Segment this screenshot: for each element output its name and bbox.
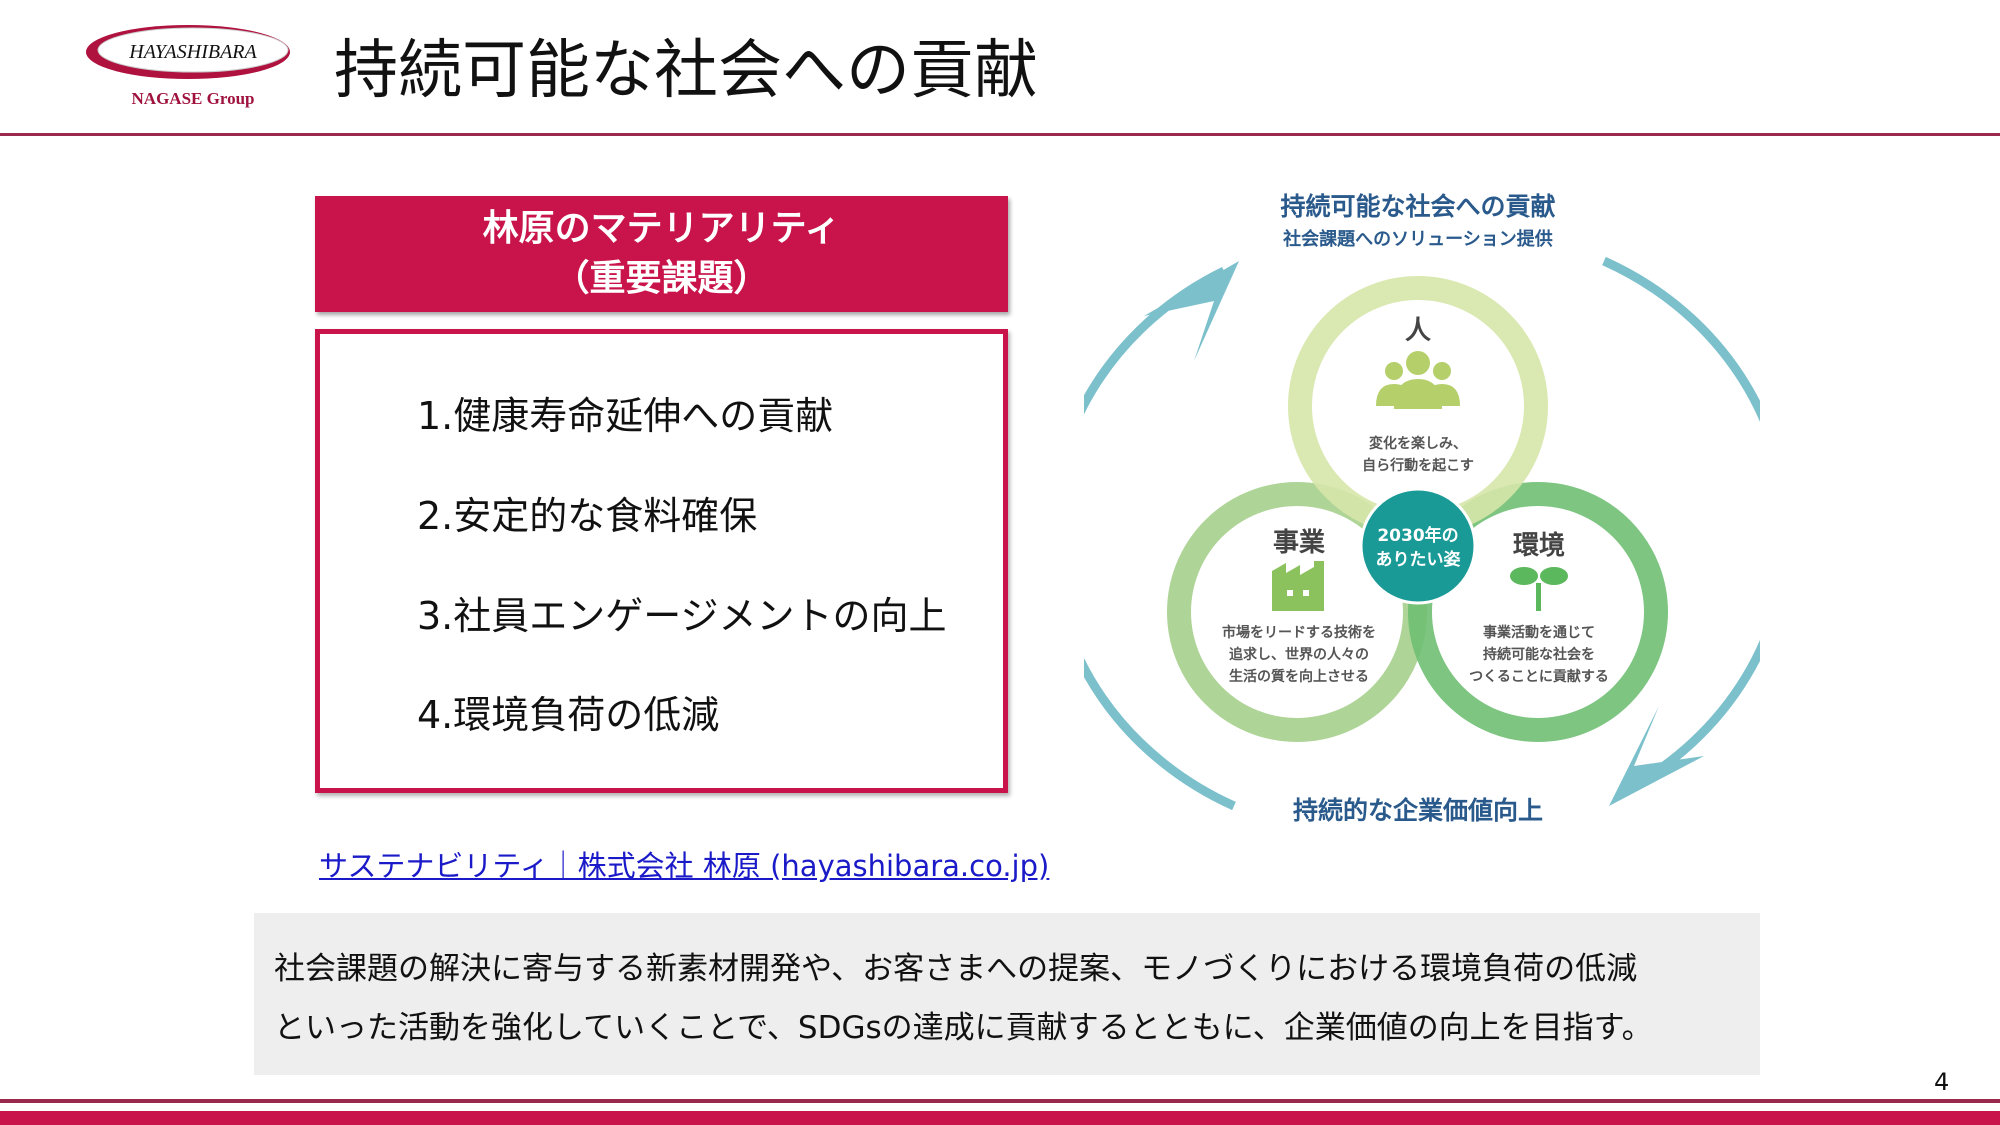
materiality-item: 2.安定的な食料確保 — [417, 494, 758, 538]
diagram-top-title: 持続可能な社会への貢献 — [1280, 192, 1555, 221]
materiality-item: 1.健康寿命延伸への貢献 — [417, 394, 834, 438]
center-circle — [1359, 487, 1477, 605]
summary-box: 社会課題の解決に寄与する新素材開発や、お客さまへの提案、モノづくりにおける環境負… — [254, 913, 1760, 1075]
environment-label: 環境 — [1513, 530, 1565, 561]
cycle-arrow-left-icon — [1084, 261, 1239, 811]
diagram-top-subtitle: 社会課題へのソリューション提供 — [1283, 228, 1553, 250]
hayashibara-logo: HAYASHIBARA NAGASE Group — [86, 25, 290, 108]
business-label: 事業 — [1273, 528, 1325, 558]
diagram-text: つくることに貢献する — [1469, 668, 1609, 685]
cycle-arrow-right-icon — [1602, 256, 1760, 806]
diagram-bottom-title: 持続的な企業価値向上 — [1293, 796, 1543, 823]
sustainability-link[interactable]: サステナビリティ｜株式会社 林原 (hayashibara.co.jp) — [319, 849, 1050, 883]
diagram-text: HAYASHIBARA — [128, 41, 257, 63]
materiality-header-title: 林原のマテリアリティ — [482, 208, 841, 249]
factory-icon — [1272, 561, 1324, 611]
diagram-text: NAGASE Group — [132, 89, 255, 108]
environment-circle — [1408, 482, 1668, 742]
bottom-divider — [0, 1099, 2000, 1103]
diagram-text: 市場をリードする技術を — [1222, 624, 1376, 641]
page-title: 持続可能な社会への貢献 — [334, 34, 1038, 108]
diagram-text: 生活の質を向上させる — [1229, 668, 1369, 685]
sustainability-diagram: 持続可能な社会への貢献 社会課題へのソリューション提供 持続的な企業価値向上 2… — [1084, 192, 1760, 823]
page-number: 4 — [1934, 1068, 1950, 1096]
diagram-text: 持続可能な社会を — [1483, 646, 1595, 663]
diagram-text: 事業活動を通じて — [1483, 624, 1595, 641]
people-icon — [1376, 351, 1460, 409]
summary-line: 社会課題の解決に寄与する新素材開発や、お客さまへの提案、モノづくりにおける環境負… — [274, 951, 1638, 987]
materiality-header: 林原のマテリアリティ （重要課題） — [315, 196, 1008, 312]
diagram-text: 変化を楽しみ、 — [1369, 435, 1467, 452]
sprout-icon — [1510, 567, 1568, 611]
center-label: 2030年の — [1377, 525, 1458, 546]
center-label: ありたい姿 — [1376, 549, 1461, 570]
materiality-list: 1.健康寿命延伸への貢献 2.安定的な食料確保 3.社員エンゲージメントの向上 … — [315, 329, 1008, 793]
materiality-header-subtitle: （重要課題） — [553, 258, 770, 299]
bottom-bar — [0, 1111, 2000, 1125]
materiality-item: 4.環境負荷の低減 — [417, 693, 720, 737]
people-label: 人 — [1405, 316, 1431, 346]
summary-line: といった活動を強化していくことで、SDGsの達成に貢献するとともに、企業価値の向… — [274, 1010, 1653, 1046]
top-divider — [0, 133, 2000, 136]
materiality-item: 3.社員エンゲージメントの向上 — [417, 594, 947, 638]
diagram-text: 追求し、世界の人々の — [1229, 646, 1369, 663]
diagram-text: 自ら行動を起こす — [1362, 457, 1474, 474]
